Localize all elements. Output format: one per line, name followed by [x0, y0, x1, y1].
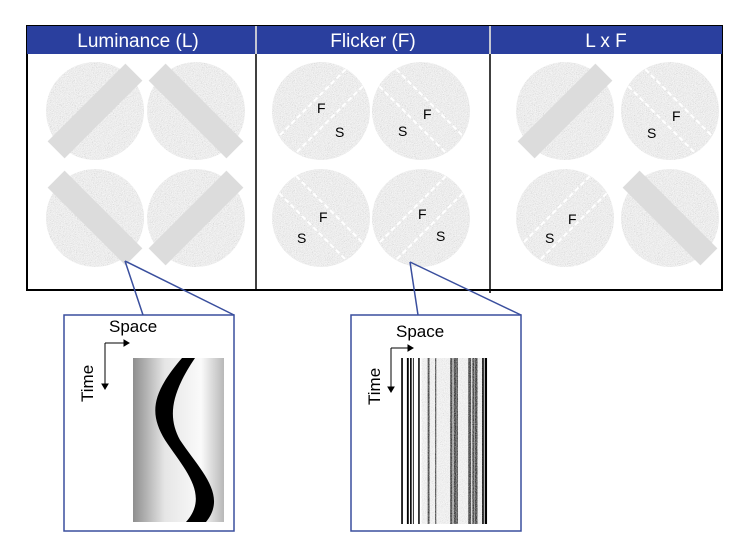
disc-lum-3: [46, 169, 144, 267]
stripe: [481, 358, 484, 524]
stripe: [412, 358, 414, 524]
panel-frame: [26, 25, 723, 291]
disc-lxf-4: [621, 169, 719, 267]
label-slow: S: [398, 123, 407, 139]
label-slow: S: [436, 228, 445, 244]
label-slow: S: [297, 230, 306, 246]
disc-flicker-2: F S: [372, 62, 470, 160]
label-slow: S: [545, 230, 554, 246]
space-label: Space: [109, 317, 157, 336]
trajectory-luminance: [155, 358, 215, 522]
space-label: Space: [396, 322, 444, 341]
stripe: [450, 358, 453, 524]
label-fast: F: [568, 211, 577, 227]
panel-title-lxf: L x F: [585, 31, 627, 52]
spacetime-plot-flicker: [398, 358, 490, 524]
stripe: [484, 358, 488, 524]
label-fast: F: [317, 100, 326, 116]
disc-lum-1: [46, 62, 144, 160]
disc-flicker-1: F S: [272, 62, 370, 160]
stripe: [453, 358, 457, 524]
stripe: [456, 358, 458, 524]
panel-title-luminance: Luminance (L): [77, 31, 198, 52]
stripe: [474, 358, 478, 524]
disc-lxf-2: F S: [621, 62, 719, 160]
stripe: [401, 358, 403, 524]
label-slow: S: [647, 125, 656, 141]
axes-arrow-icon: [101, 339, 130, 390]
stripe: [410, 358, 412, 524]
stripe: [468, 358, 472, 524]
disc-lum-2: [147, 62, 245, 160]
disc-flicker-3: F S: [272, 169, 370, 267]
disc-flicker-4: F S: [372, 169, 470, 267]
stripe: [418, 358, 420, 524]
stripe: [406, 358, 409, 524]
panel-title-flicker: Flicker (F): [330, 31, 415, 52]
callout-lines: [124, 260, 522, 316]
time-label: Time: [365, 368, 384, 405]
label-fast: F: [319, 209, 328, 225]
disc-lxf-1: [516, 62, 614, 160]
label-fast: F: [423, 106, 432, 122]
label-fast: F: [418, 206, 427, 222]
stripe: [472, 358, 475, 524]
axes-arrow-icon: [387, 344, 414, 393]
disc-lxf-3: F S: [516, 169, 614, 267]
header-bar: [27, 26, 722, 54]
label-slow: S: [335, 124, 344, 140]
time-label: Time: [78, 365, 97, 402]
stripe: [427, 358, 430, 524]
label-fast: F: [672, 108, 681, 124]
disc-lum-4: [147, 169, 245, 267]
